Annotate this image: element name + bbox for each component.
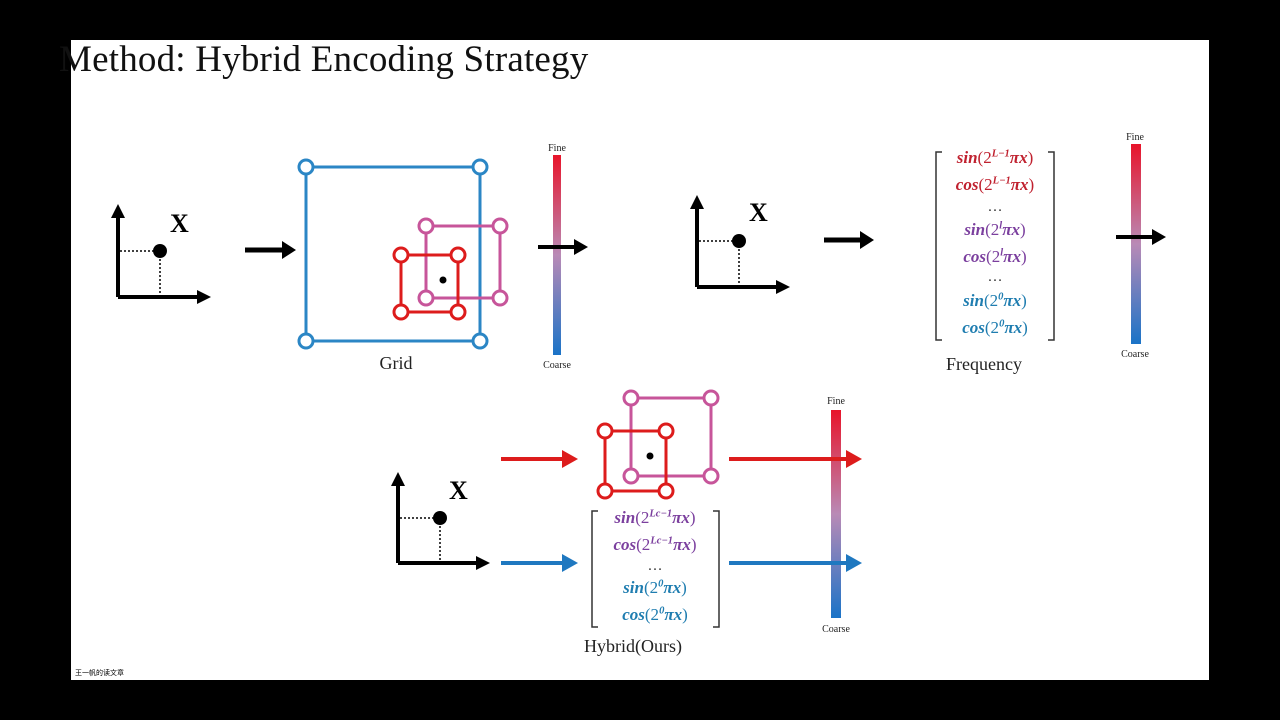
slide-title: Method: Hybrid Encoding Strategy [59,39,589,80]
grid-caption: Grid [379,353,413,373]
frequency-caption: Frequency [946,354,1022,374]
frequency-scale-bar [1116,144,1166,344]
hybrid-brackets [591,510,720,628]
frequency-term: cos(2L−1πx) [955,175,1035,194]
grid-coarse-label: Coarse [543,360,571,371]
watermark: 王一帆的读文章 [75,669,134,678]
frequency-fine-label: Fine [1126,132,1144,143]
hybrid-ellipsis: … [647,558,663,574]
hybrid-caption: Hybrid(Ours) [584,636,682,656]
frequency-panel-axes [690,195,790,294]
grid-fine-label: Fine [548,143,566,154]
frequency-ellipsis-upper: … [987,199,1003,215]
hybrid-axis-x-label: X [449,476,468,505]
hybrid-coarse-label: Coarse [822,624,850,635]
hybrid-term: sin(2Lc−1πx) [614,508,696,527]
frequency-coarse-label: Coarse [1121,349,1149,360]
hybrid-panel-axes [391,472,490,570]
frequency-term: cos(2lπx) [963,247,1027,266]
frequency-ellipsis-lower: … [987,269,1003,285]
grid-input-arrow [245,241,296,259]
grid-panel-axes [111,204,211,304]
grid-scale-bar [538,155,588,355]
frequency-input-arrow [824,231,874,249]
frequency-term: sin(2lπx) [964,220,1026,239]
hybrid-frequency-branch-arrow [501,554,578,572]
hybrid-grid-branch-arrow [501,450,578,468]
frequency-brackets [935,151,1055,341]
hybrid-term: cos(2Lc−1πx) [613,535,697,554]
hybrid-term: cos(20πx) [622,605,688,624]
hybrid-scale-bar [729,410,862,618]
frequency-axis-x-label: X [749,198,768,227]
grid-cells [297,158,509,350]
hybrid-fine-label: Fine [827,396,845,407]
frequency-term: cos(20πx) [962,318,1028,337]
grid-axis-x-label: X [170,209,189,238]
hybrid-term: sin(20πx) [623,578,687,597]
frequency-term: sin(20πx) [963,291,1027,310]
frequency-term: sin(2L−1πx) [956,148,1034,167]
hybrid-grid-cells [596,389,720,500]
